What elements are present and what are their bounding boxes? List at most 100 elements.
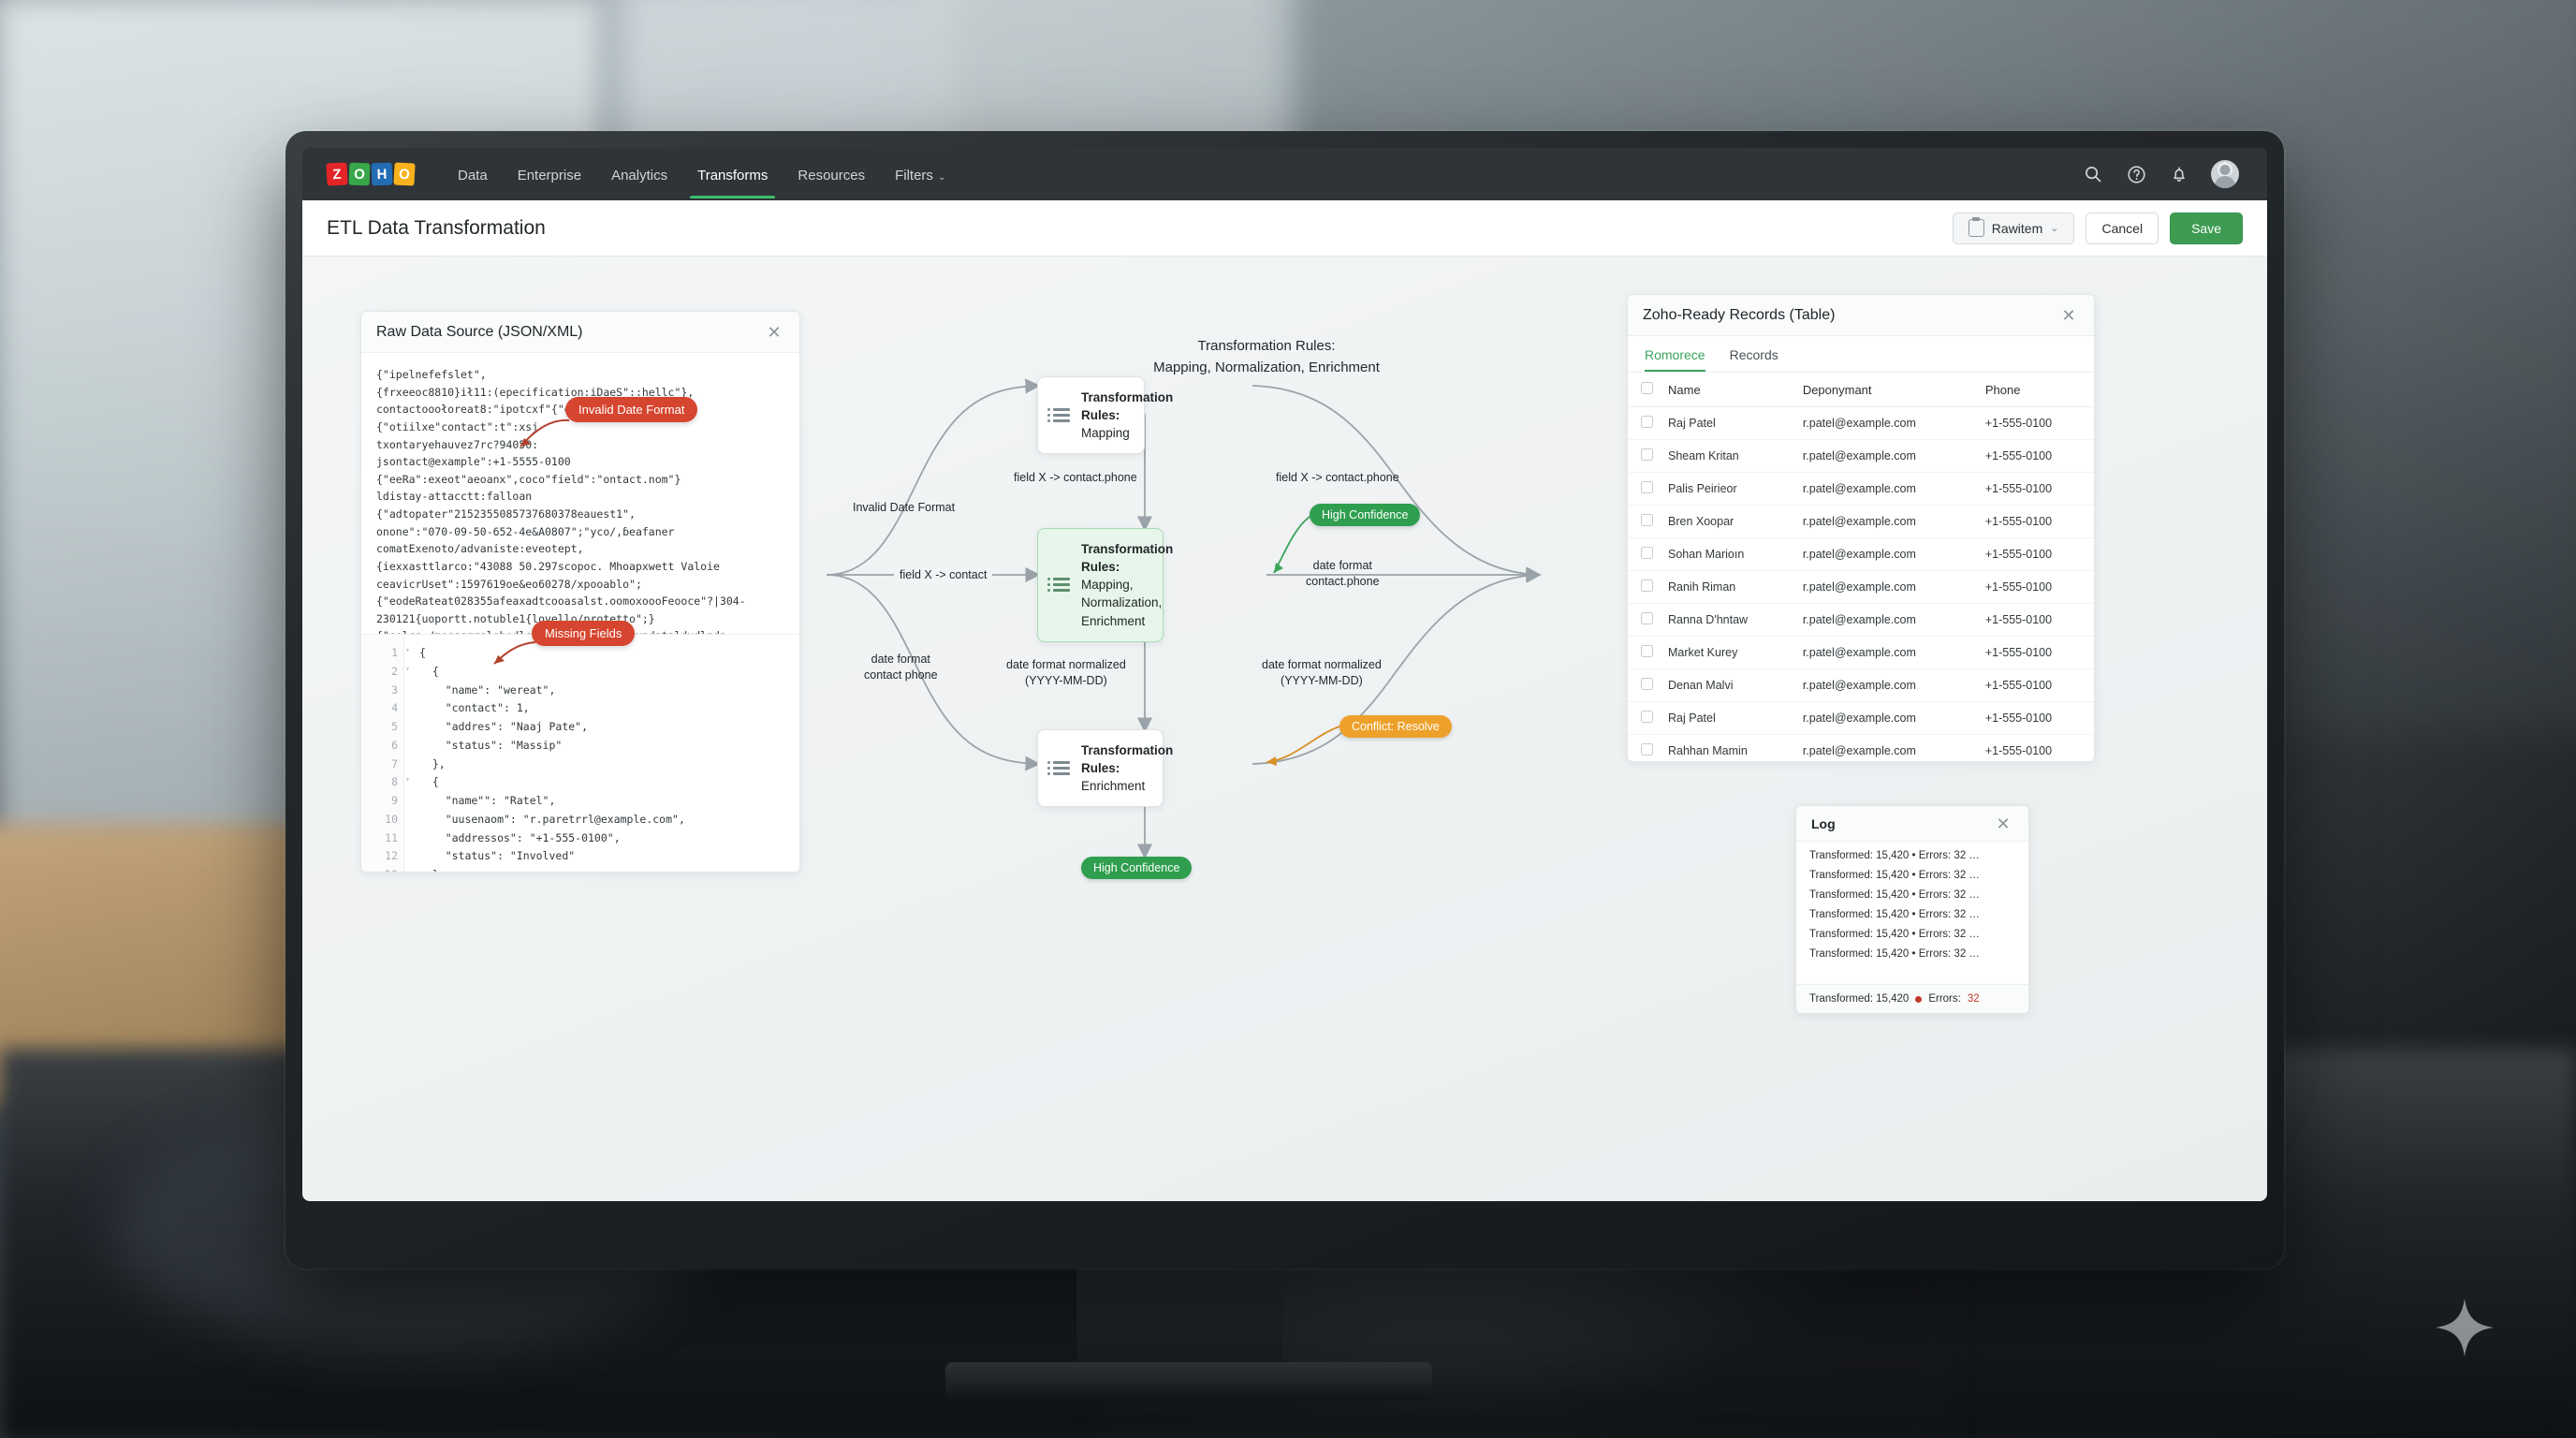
row-select-cell: [1628, 570, 1661, 604]
table-panel-header: Zoho-Ready Records (Table) ✕: [1628, 295, 2094, 336]
chevron-down-icon: ⌄: [937, 171, 946, 183]
row-checkbox[interactable]: [1641, 580, 1653, 592]
cell-phone: +1-555-0100: [1977, 668, 2094, 702]
cell-email: r.patel@example.com: [1794, 734, 1978, 761]
edge-label-mid-line2: (YYYY-MM-DD): [1025, 673, 1107, 687]
node-mapping-title: Transformation Rules:: [1081, 390, 1174, 423]
transformation-flow-diagram: Transformation Rules: Mapping, Normaliza…: [827, 294, 1706, 1071]
code-line-number: 11: [385, 830, 398, 844]
code-content[interactable]: { { "name": "wereat", "contact": 1, "add…: [404, 635, 799, 872]
cell-phone: +1-555-0100: [1977, 472, 2094, 506]
nav-item-filters-label: Filters: [895, 167, 933, 183]
bell-icon[interactable]: [2168, 163, 2190, 185]
save-button[interactable]: Save: [2170, 212, 2243, 244]
close-icon[interactable]: ✕: [1996, 814, 2011, 833]
cell-name: Raj Patel: [1661, 406, 1795, 440]
diagram-caption-line1: Transformation Rules:: [1197, 338, 1336, 354]
screen: Z O H O Data Enterprise Analytics Transf…: [302, 148, 2267, 1201]
cell-name: Bren Xoopar: [1661, 505, 1795, 538]
cell-phone: +1-555-0100: [1977, 603, 2094, 637]
nav-item-resources[interactable]: Resources: [798, 167, 866, 183]
tab-records[interactable]: Records: [1729, 347, 1778, 362]
cell-email: r.patel@example.com: [1794, 537, 1978, 571]
edge-label-mid-line1: date format normalized: [1006, 658, 1126, 671]
node-mapping-text: Transformation Rules: Mapping: [1081, 389, 1173, 442]
edge-label-date-format-normalized-right: date format normalized (YYYY-MM-DD): [1262, 657, 1382, 689]
row-select-cell: [1628, 439, 1661, 473]
log-line: Transformed: 15,420 • Errors: 32 …: [1809, 888, 1980, 901]
code-line: {: [419, 775, 439, 789]
page-title: ETL Data Transformation: [327, 216, 546, 239]
code-line-number: 1: [361, 644, 410, 663]
nav-item-transforms[interactable]: Transforms: [682, 151, 783, 198]
code-line: "addressos": "+1-555-0100",: [419, 830, 621, 844]
monitor-stand-neck: [1076, 1264, 1282, 1376]
row-checkbox[interactable]: [1641, 678, 1653, 690]
edge-label-invalid-date-format: Invalid Date Format: [853, 501, 956, 514]
list-icon: [1047, 408, 1070, 423]
row-checkbox[interactable]: [1641, 448, 1653, 461]
node-enrichment-text: Transformation Rules: Enrichment: [1081, 741, 1173, 795]
code-line-number: 7: [391, 756, 398, 770]
column-header-phone[interactable]: Phone: [1977, 373, 2094, 407]
node-transformation-rules-enrichment[interactable]: Transformation Rules: Enrichment: [1037, 729, 1173, 808]
node-full-sub: Mapping, Normalization, Enrichment: [1081, 578, 1163, 628]
search-icon[interactable]: [2082, 163, 2104, 185]
tab-romorece[interactable]: Romorece: [1645, 336, 1705, 372]
row-select-cell: [1628, 406, 1661, 440]
help-icon[interactable]: [2125, 163, 2147, 185]
row-checkbox[interactable]: [1641, 645, 1653, 657]
rawitem-label: Rawitem: [1991, 220, 2043, 236]
edge-label-right-line1: date format: [1312, 559, 1372, 572]
diagram-caption-line2: Mapping, Normalization, Enrichment: [1153, 360, 1380, 376]
column-header-name[interactable]: Name: [1661, 373, 1795, 407]
cancel-button[interactable]: Cancel: [2086, 212, 2159, 244]
json-code-editor[interactable]: 1234567891011121314151617181920 { { "nam…: [361, 634, 799, 872]
log-lines[interactable]: Transformed: 15,420 • Errors: 32 … Transf…: [1796, 842, 2028, 984]
cell-email: r.patel@example.com: [1794, 406, 1978, 440]
nav-item-enterprise[interactable]: Enterprise: [517, 167, 582, 183]
row-checkbox[interactable]: [1641, 547, 1653, 559]
row-checkbox[interactable]: [1641, 743, 1653, 756]
code-line: "name": "wereat",: [419, 682, 556, 697]
table-header-row: Name Deponymant Phone: [1628, 373, 2094, 407]
select-all-checkbox[interactable]: [1641, 382, 1653, 394]
cell-phone: +1-555-0100: [1977, 505, 2094, 538]
nav-item-filters[interactable]: Filters ⌄: [880, 151, 960, 198]
code-line: {: [419, 664, 439, 678]
nav-item-data[interactable]: Data: [458, 167, 488, 183]
row-checkbox[interactable]: [1641, 416, 1653, 428]
cell-name: Raj Patel: [1661, 701, 1795, 735]
log-line: Transformed: 15,420 • Errors: 32 …: [1809, 947, 1980, 960]
rawitem-dropdown[interactable]: Rawitem ⌄: [1952, 212, 2075, 244]
cell-name: Denan Malvi: [1661, 668, 1795, 702]
node-transformation-rules-mapping[interactable]: Transformation Rules: Mapping: [1037, 376, 1173, 455]
row-checkbox[interactable]: [1641, 711, 1653, 723]
close-icon[interactable]: ✕: [2061, 305, 2076, 325]
row-checkbox[interactable]: [1641, 481, 1653, 493]
node-transformation-rules-full[interactable]: Transformation Rules: Mapping, Normaliza…: [1037, 528, 1173, 642]
nav-item-analytics[interactable]: Analytics: [611, 167, 668, 183]
avatar[interactable]: [2211, 160, 2239, 188]
node-full-text: Transformation Rules: Mapping, Normaliza…: [1081, 540, 1173, 630]
cell-email: r.patel@example.com: [1794, 570, 1978, 604]
row-checkbox[interactable]: [1641, 612, 1653, 624]
zoho-logo[interactable]: Z O H O: [326, 162, 416, 186]
list-icon: [1047, 578, 1070, 593]
close-icon[interactable]: ✕: [767, 322, 782, 342]
code-line-number: 8: [361, 773, 410, 792]
column-header-deponymant[interactable]: Deponymant: [1794, 373, 1978, 407]
row-checkbox[interactable]: [1641, 514, 1653, 526]
